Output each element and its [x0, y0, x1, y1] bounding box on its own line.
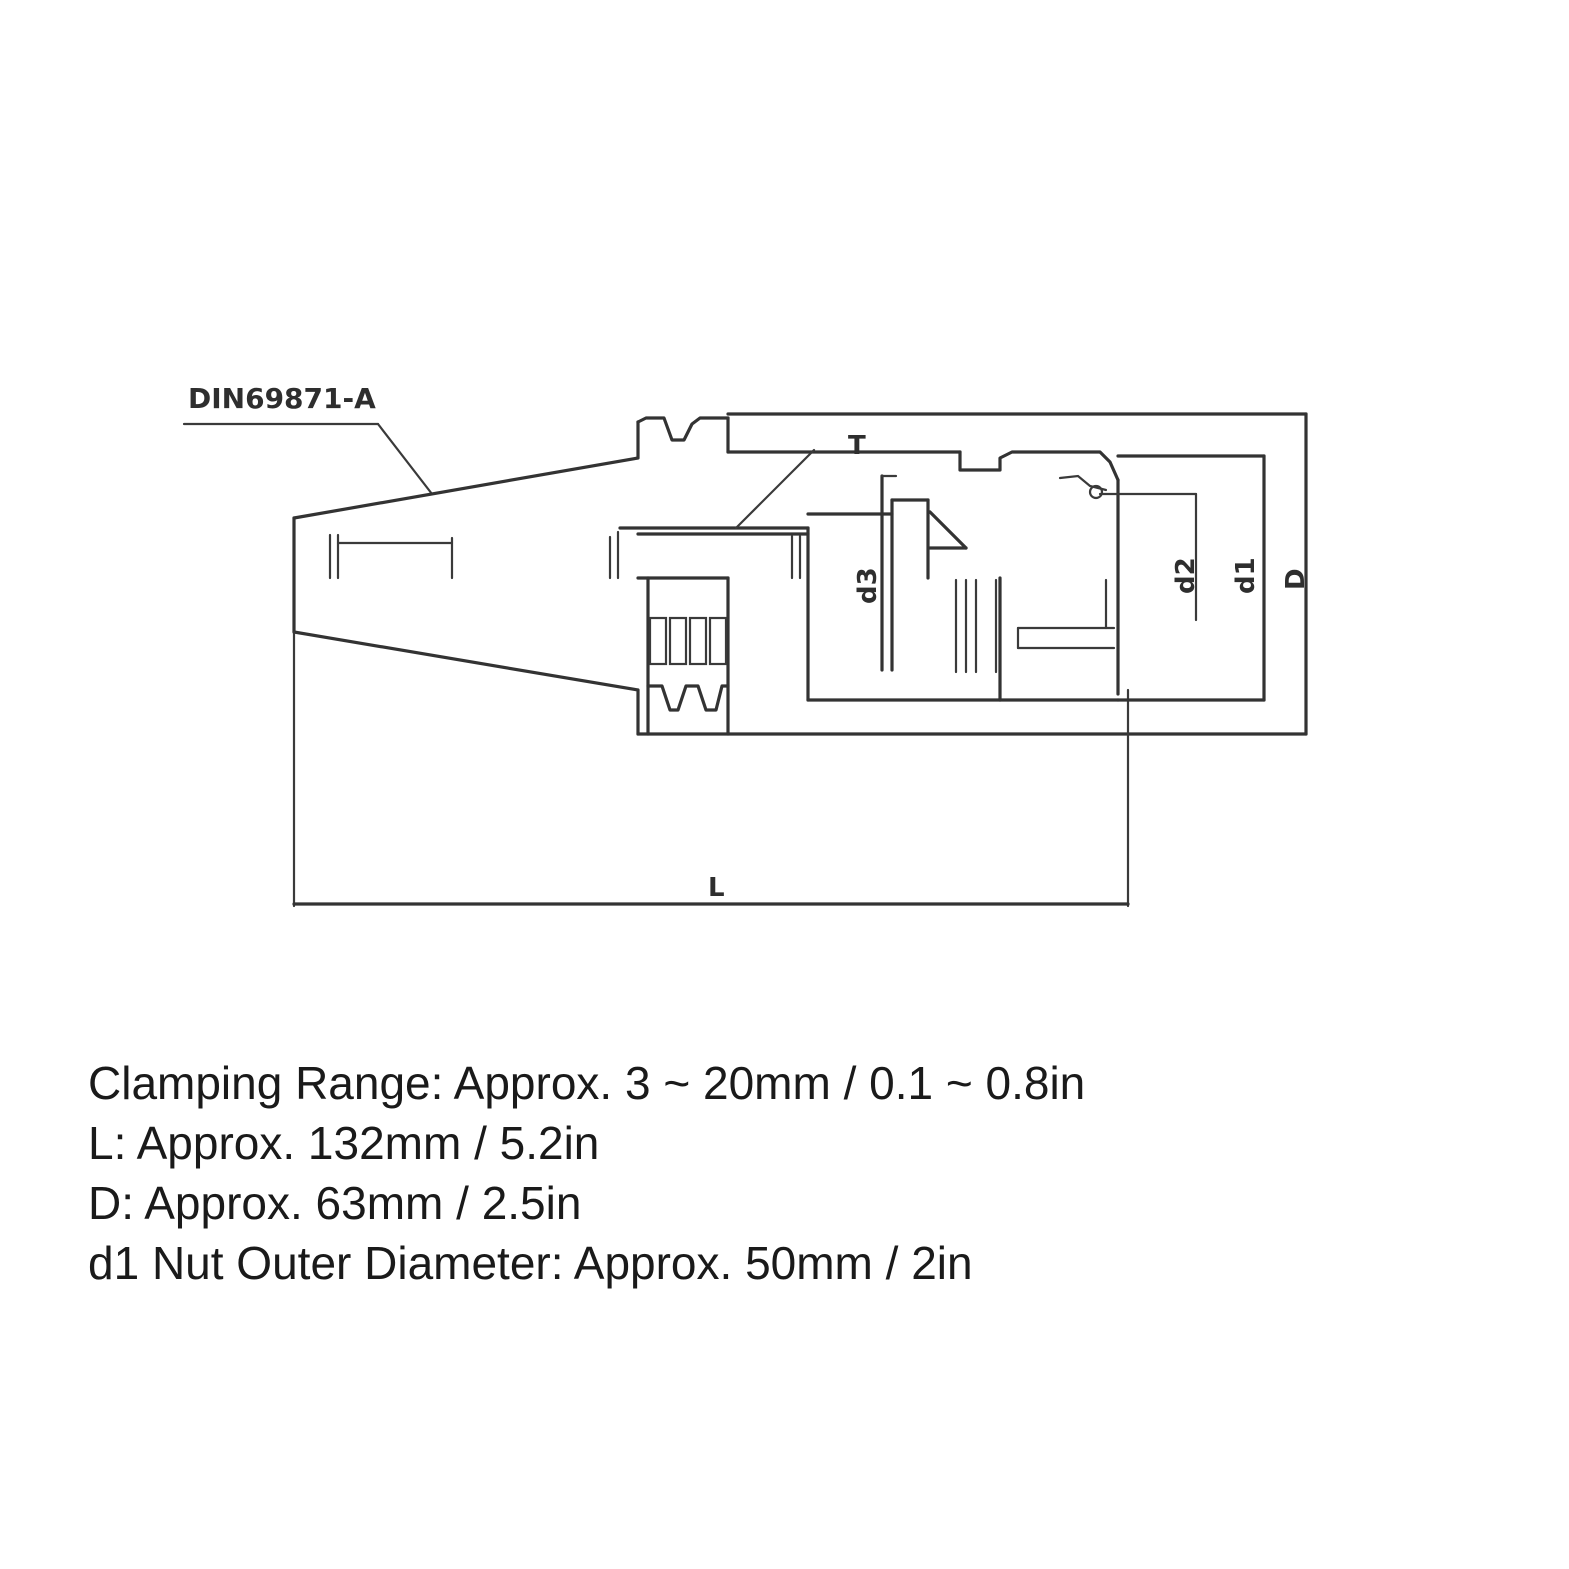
label-d2: d2: [1171, 557, 1201, 594]
T-leader: [734, 448, 816, 530]
label-T: T: [848, 431, 866, 461]
spec-nut-diameter: d1 Nut Outer Diameter: Approx. 50mm / 2i…: [88, 1237, 973, 1289]
label-D: D: [1281, 568, 1311, 590]
spec-length: L: Approx. 132mm / 5.2in: [88, 1117, 600, 1169]
collet-nut: [958, 450, 1120, 702]
spec-clamping-range: Clamping Range: Approx. 3 ~ 20mm / 0.1 ~…: [88, 1057, 1086, 1109]
taper-shank: [292, 420, 640, 736]
label-d1: d1: [1231, 557, 1261, 594]
spec-list: Clamping Range: Approx. 3 ~ 20mm / 0.1 ~…: [88, 1053, 1085, 1293]
flange: [618, 416, 1308, 736]
dimension-lines: [292, 412, 1308, 908]
label-L: L: [708, 873, 725, 903]
spec-diameter: D: Approx. 63mm / 2.5in: [88, 1177, 582, 1229]
tool-holder-diagram: DIN69871-A T L d3 d2 d1 D: [182, 382, 1311, 908]
label-d3: d3: [853, 567, 883, 604]
standard-leader: [182, 422, 434, 496]
neck-section: [726, 450, 1002, 702]
standard-label: DIN69871-A: [188, 382, 376, 415]
